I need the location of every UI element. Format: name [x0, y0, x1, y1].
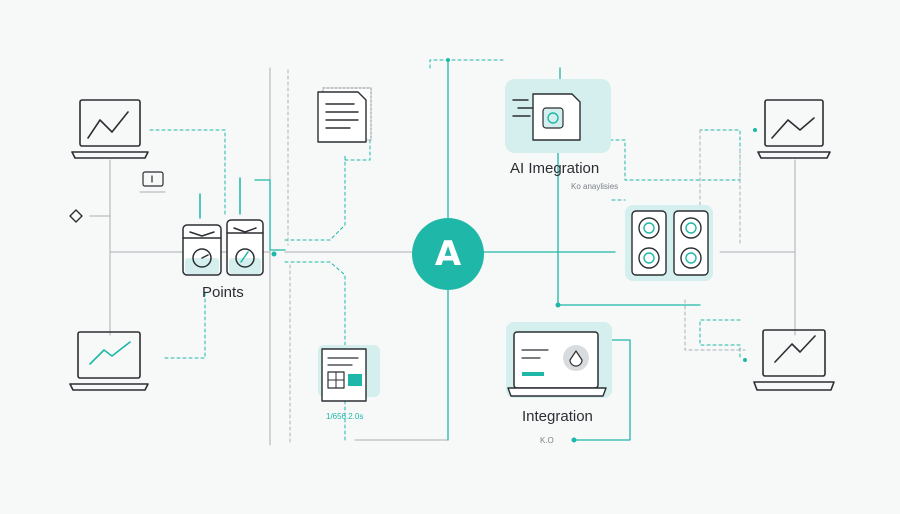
- grey-dashed-connectors: [287, 69, 746, 446]
- points-label: Points: [202, 284, 244, 301]
- hub-letter: A: [434, 234, 462, 274]
- laptop-chart-icon: [69, 331, 149, 391]
- monitor-icon: [506, 322, 612, 398]
- ai-integration-sublabel: Ko anaylisies: [571, 182, 619, 191]
- hub-circle: [412, 218, 484, 290]
- laptop-chart-icon: [71, 99, 149, 159]
- integration-label: Integration: [522, 408, 593, 425]
- database-gauge-icon: [226, 177, 264, 276]
- form-document-icon: [318, 345, 380, 402]
- hardware-server-icon: [625, 205, 713, 281]
- ai-integration-label: AI Imegration: [510, 160, 600, 177]
- database-gauge-icon: [182, 193, 222, 276]
- integration-sublabel: K.O: [540, 436, 554, 445]
- laptop-chart-icon: [753, 329, 835, 391]
- toggle-box-icon: [142, 171, 164, 187]
- document-caption: 1/656.2.0s: [326, 412, 364, 421]
- ai-document-icon: [505, 79, 611, 153]
- laptop-chart-icon: [757, 99, 831, 159]
- diamond-node-icon: [69, 209, 83, 223]
- document-icon: [317, 87, 372, 143]
